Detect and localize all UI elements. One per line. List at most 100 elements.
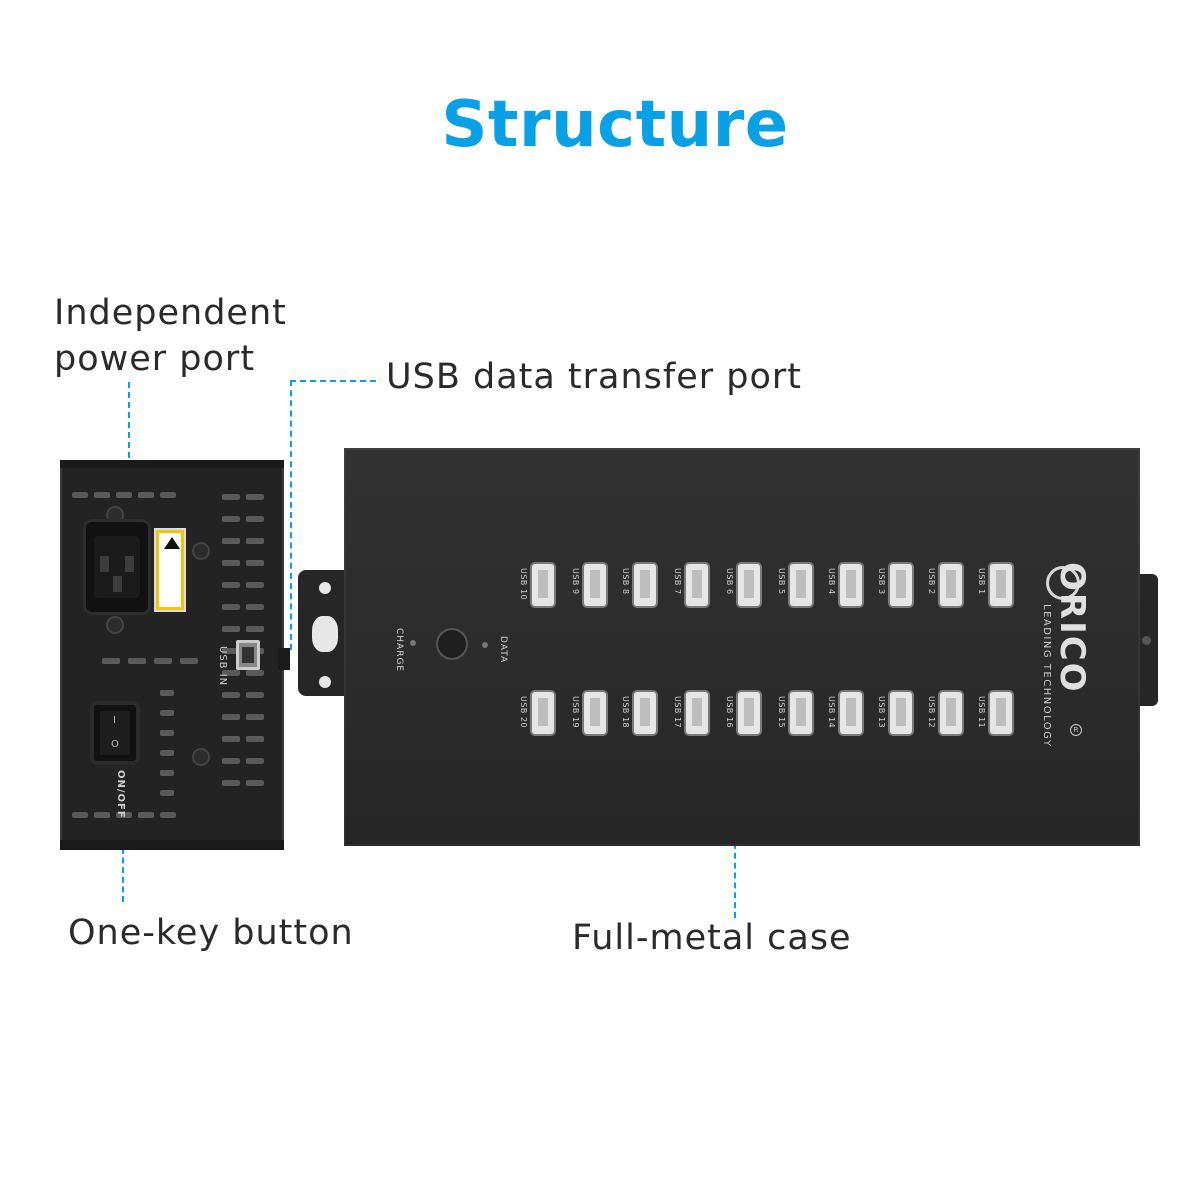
side-bracket: [278, 648, 290, 670]
vent-slot: [222, 604, 240, 610]
usb-port-label: USB 10: [519, 568, 528, 601]
vent-slot: [246, 714, 264, 720]
vent-slot: [222, 538, 240, 544]
power-socket-inner: [94, 536, 140, 598]
vent-slot: [222, 670, 240, 676]
switch-label: ON/OFF: [115, 770, 126, 819]
usb-in-label: USB IN: [217, 646, 228, 687]
usb-a-port[interactable]: [686, 564, 708, 606]
mounting-hole: [319, 676, 331, 688]
usb-a-port[interactable]: [990, 564, 1012, 606]
vent-slot: [246, 736, 264, 742]
usb-port-label: USB 13: [877, 696, 886, 729]
vent-slot: [160, 690, 174, 696]
usb-a-port[interactable]: [532, 692, 554, 734]
usb-b-port[interactable]: [236, 640, 260, 670]
usb-a-port[interactable]: [990, 692, 1012, 734]
usb-port-label: USB 8: [621, 568, 630, 595]
usb-port-label: USB 16: [725, 696, 734, 729]
usb-port-label: USB 17: [673, 696, 682, 729]
vent-slot: [160, 770, 174, 776]
side-panel-top-edge: [60, 460, 284, 468]
vent-slot: [222, 626, 240, 632]
usb-port-leader-h: [290, 380, 376, 382]
usb-a-port[interactable]: [940, 564, 962, 606]
usb-a-port[interactable]: [790, 564, 812, 606]
vent-slot: [222, 516, 240, 522]
power-port-callout: Independent power port: [54, 290, 287, 382]
charge-label: CHARGE: [394, 628, 404, 673]
charge-led: [410, 640, 416, 646]
vent-slot: [222, 692, 240, 698]
vent-slot: [246, 560, 264, 566]
usb-port-label: USB 1: [977, 568, 986, 595]
usb-a-port[interactable]: [790, 692, 812, 734]
vent-slot: [160, 730, 174, 736]
vent-slot: [246, 538, 264, 544]
vent-slot: [94, 812, 110, 818]
usb-a-port[interactable]: [738, 692, 760, 734]
screw-icon: [194, 750, 208, 764]
vent-slot: [246, 604, 264, 610]
usb-port-label: USB 9: [571, 568, 580, 595]
power-socket[interactable]: [86, 522, 148, 612]
usb-port-label: USB 2: [927, 568, 936, 595]
usb-port-label: USB 4: [827, 568, 836, 595]
usb-a-port[interactable]: [686, 692, 708, 734]
brand-tagline: LEADING TECHNOLOGY: [1041, 604, 1052, 748]
vent-slot: [246, 494, 264, 500]
usb-a-port[interactable]: [738, 564, 760, 606]
usb-port-leader-v: [290, 380, 292, 650]
brand-name: ORICO: [1052, 562, 1092, 694]
vent-slot: [138, 812, 154, 818]
vent-slot: [246, 692, 264, 698]
vent-slot: [246, 758, 264, 764]
usb-a-port[interactable]: [634, 564, 656, 606]
switch-on-mark: I: [113, 715, 116, 726]
usb-port-label: USB 12: [927, 696, 936, 729]
power-port-label-line1: Independent: [54, 293, 287, 333]
usb-port-label: USB 15: [777, 696, 786, 729]
vent-slot: [72, 492, 88, 498]
vent-slot: [222, 758, 240, 764]
usb-a-port[interactable]: [890, 692, 912, 734]
vent-slot: [160, 812, 176, 818]
one-key-button[interactable]: [438, 630, 466, 658]
usb-port-label: USB 6: [725, 568, 734, 595]
power-socket-pin: [113, 576, 122, 592]
usb-b-port-inner: [242, 647, 254, 663]
usb-a-port[interactable]: [940, 692, 962, 734]
vent-slot: [222, 714, 240, 720]
mounting-hole: [1142, 636, 1151, 645]
usb-port-label: USB 11: [977, 696, 986, 729]
power-switch[interactable]: I O: [94, 705, 136, 761]
usb-a-port[interactable]: [890, 564, 912, 606]
usb-a-port[interactable]: [584, 564, 606, 606]
orico-logo-icon: [1046, 566, 1080, 600]
screw-icon: [108, 618, 122, 632]
usb-port-label: USB 19: [571, 696, 580, 729]
registered-mark-icon: R: [1070, 724, 1082, 736]
vent-slot: [116, 812, 132, 818]
usb-a-port[interactable]: [840, 564, 862, 606]
usb-a-port[interactable]: [532, 564, 554, 606]
usb-port-label: USB 20: [519, 696, 528, 729]
vent-slot: [116, 492, 132, 498]
usb-a-port[interactable]: [584, 692, 606, 734]
one-key-label: One-key button: [68, 913, 354, 953]
vent-slot: [222, 582, 240, 588]
vent-slot: [246, 582, 264, 588]
vent-slot: [72, 812, 88, 818]
vent-slot: [222, 494, 240, 500]
usb-port-label: USB 7: [673, 568, 682, 595]
vent-slot: [222, 560, 240, 566]
usb-port-label: USB 3: [877, 568, 886, 595]
case-label: Full-metal case: [572, 918, 852, 958]
page-title: Structure: [441, 88, 789, 162]
usb-a-port[interactable]: [840, 692, 862, 734]
vent-slot: [246, 670, 264, 676]
mounting-hole: [319, 582, 331, 594]
screw-icon: [194, 544, 208, 558]
vent-slot: [246, 780, 264, 786]
usb-a-port[interactable]: [634, 692, 656, 734]
